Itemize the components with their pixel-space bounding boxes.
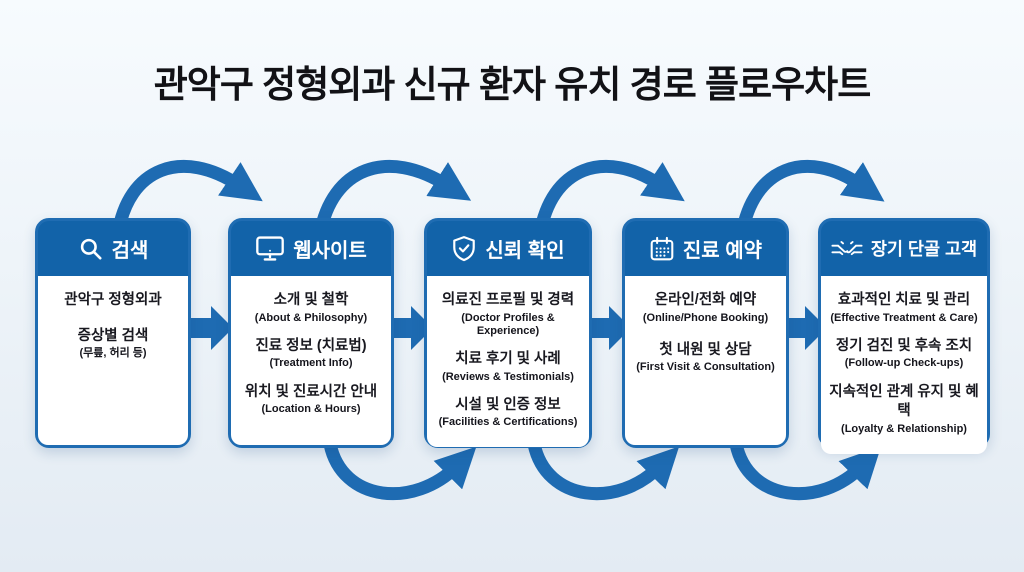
gap-arrow-2 [385,306,433,350]
list-item: 소개 및 철학 (About & Philosophy) [254,292,368,324]
monitor-icon [255,235,285,262]
stage-card-loyalty: 장기 단골 고객 효과적인 치료 및 관리 (Effective Treatme… [818,218,990,454]
top-arc-arrow-4 [735,159,885,236]
stage-header-trust: 신뢰 확인 [427,221,589,276]
gap-arrow-1 [185,306,233,350]
calendar-icon [649,236,675,262]
handshake-icon [831,237,863,261]
list-item: 첫 내원 및 상담 (First Visit & Consultation) [636,341,775,374]
top-arc-arrow-3 [533,159,685,236]
stage-title: 검색 [111,240,149,262]
shield-check-icon [451,235,477,262]
list-item: 온라인/전화 예약 (Online/Phone Booking) [642,292,769,324]
stage-header-search: 검색 [38,221,188,276]
stage-header-website: 웹사이트 [231,221,391,276]
stage-card-search: 검색 관악구 정형외과 증상별 검색 (무릎, 허리 등) [35,218,191,448]
list-item: 위치 및 진료시간 안내 (Location & Hours) [244,383,378,416]
stage-card-booking: 진료 예약 온라인/전화 예약 (Online/Phone Booking) 첫… [622,218,789,448]
list-item: 관악구 정형외과 [64,292,162,308]
stage-body-search: 관악구 정형외과 증상별 검색 (무릎, 허리 등) [38,276,188,445]
gap-arrow-3 [583,306,631,350]
stage-card-trust: 신뢰 확인 의료진 프로필 및 경력 (Doctor Profiles & Ex… [424,218,592,448]
list-item: 치료 후기 및 사례 (Reviews & Testimonials) [442,350,574,383]
list-item: 지속적인 관계 유지 및 혜택 (Loyalty & Relationship) [829,383,979,435]
stage-title: 웹사이트 [293,240,367,262]
gap-arrow-4 [779,306,827,350]
stage-body-booking: 온라인/전화 예약 (Online/Phone Booking) 첫 내원 및 … [625,276,786,445]
list-item: 의료진 프로필 및 경력 (Doctor Profiles & Experien… [441,292,575,337]
stage-body-loyalty: 효과적인 치료 및 관리 (Effective Treatment & Care… [821,276,987,454]
page-title: 관악구 정형외과 신규 환자 유치 경로 플로우차트 [153,64,871,105]
list-item: 증상별 검색 (무릎, 허리 등) [77,327,149,360]
top-arc-arrow-2 [313,159,472,236]
top-arc-arrow-1 [111,159,263,236]
bottom-arc-arrow-1 [323,442,477,501]
list-item: 정기 검진 및 후속 조치 (Follow-up Check-ups) [835,337,973,370]
list-item: 진료 정보 (치료법) (Treatment Info) [255,337,367,370]
list-item: 효과적인 치료 및 관리 (Effective Treatment & Care… [830,292,978,324]
stage-card-website: 웹사이트 소개 및 철학 (About & Philosophy) 진료 정보 … [228,218,394,448]
search-icon [78,236,104,262]
stage-title: 진료 예약 [682,240,763,262]
bottom-arc-arrow-2 [527,442,680,501]
stage-body-website: 소개 및 철학 (About & Philosophy) 진료 정보 (치료법)… [231,276,391,445]
stage-body-trust: 의료진 프로필 및 경력 (Doctor Profiles & Experien… [427,276,589,448]
list-item: 시설 및 인증 정보 (Facilities & Certifications) [438,396,578,429]
stage-header-booking: 진료 예약 [625,221,786,276]
stage-header-loyalty: 장기 단골 고객 [821,221,987,276]
stage-title: 신뢰 확인 [485,240,565,262]
stage-title: 장기 단골 고객 [870,239,978,259]
bottom-arc-arrow-3 [729,442,882,501]
